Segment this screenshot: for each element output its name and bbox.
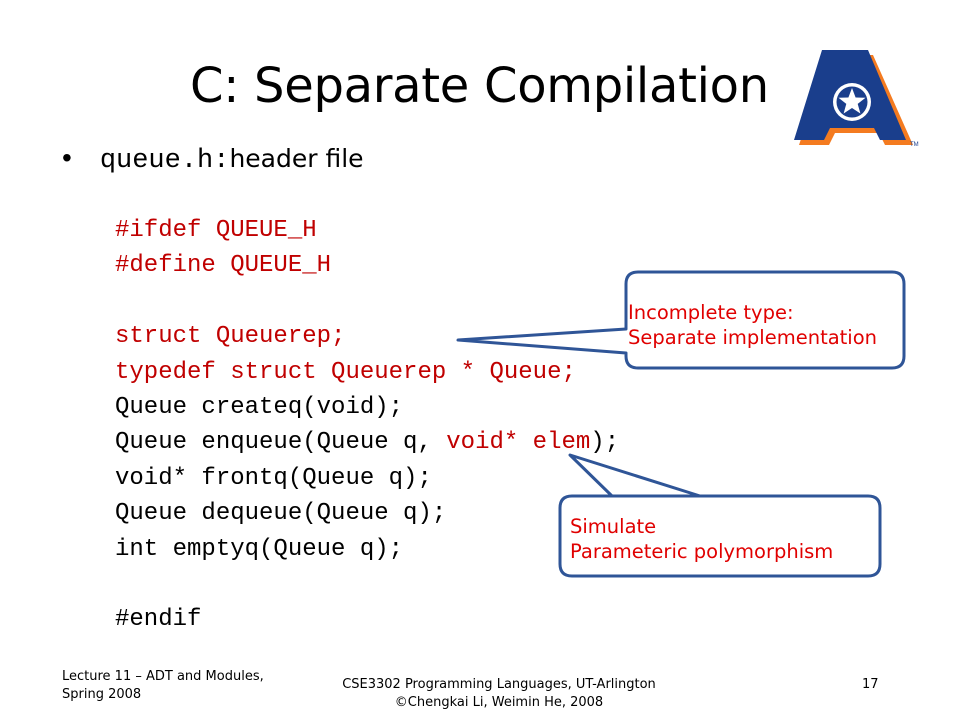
code-line: Queue enqueue(Queue q, void* elem); xyxy=(115,425,619,460)
slide-title: C: Separate Compilation xyxy=(190,58,769,114)
code-line: Queue createq(void); xyxy=(115,390,619,425)
code-line xyxy=(115,567,619,602)
bullet-description: header file xyxy=(229,144,364,173)
callout-incomplete-line1: Incomplete type: xyxy=(628,301,794,324)
code-line: typedef struct Queuerep * Queue; xyxy=(115,355,619,390)
code-segment: ); xyxy=(590,429,620,457)
code-line: int emptyq(Queue q); xyxy=(115,532,619,567)
code-segment: typedef struct Queuerep * Queue; xyxy=(115,358,576,386)
footer-left-line2: Spring 2008 xyxy=(62,687,142,702)
code-line: struct Queuerep; xyxy=(115,319,619,354)
code-segment: Queue dequeue(Queue q); xyxy=(115,500,447,528)
callout-simulate-line1: Simulate xyxy=(570,515,657,538)
footer-left-line1: Lecture 11 – ADT and Modules, xyxy=(62,669,264,684)
code-segment: void* frontq(Queue q); xyxy=(115,464,432,492)
code-segment: struct Queuerep; xyxy=(115,323,346,351)
code-line xyxy=(115,284,619,319)
slide-page-number: 17 xyxy=(862,677,879,692)
callout-incomplete-text: Incomplete type: Separate implementation xyxy=(628,300,877,350)
code-segment: #define QUEUE_H xyxy=(115,252,332,280)
code-segment: Queue createq(void); xyxy=(115,393,404,421)
code-segment: #ifdef QUEUE_H xyxy=(115,217,317,244)
logo-trademark: TM xyxy=(910,142,919,148)
bullet-dot-icon: • xyxy=(62,142,72,173)
code-segment: Queue enqueue(Queue q, xyxy=(115,429,447,457)
code-line: #endif xyxy=(115,602,619,637)
code-segment: #endif xyxy=(115,606,202,634)
ut-arlington-logo: TM xyxy=(794,50,919,148)
callout-incomplete-line2: Separate implementation xyxy=(628,326,878,349)
bullet-filename: queue.h: xyxy=(99,146,230,176)
footer-center-line1: CSE3302 Programming Languages, UT-Arling… xyxy=(342,677,656,692)
footer-center-line2: ©Chengkai Li, Weimin He, 2008 xyxy=(394,695,604,710)
bullet-item: • queue.h: header file xyxy=(62,142,364,176)
code-segment: void* elem xyxy=(446,429,591,457)
callout-simulate-text: Simulate Parameteric polymorphism xyxy=(570,514,833,564)
code-line: #ifdef QUEUE_H xyxy=(115,213,619,248)
code-segment: int emptyq(Queue q); xyxy=(115,535,404,563)
footer-lecture-info: Lecture 11 – ADT and Modules, Spring 200… xyxy=(62,668,264,704)
callout-simulate-line2: Parameteric polymorphism xyxy=(570,540,834,563)
footer-course-info: CSE3302 Programming Languages, UT-Arling… xyxy=(338,676,660,712)
code-line: #define QUEUE_H xyxy=(115,248,619,283)
code-line: void* frontq(Queue q); xyxy=(115,461,619,496)
code-line: Queue dequeue(Queue q); xyxy=(115,496,619,531)
